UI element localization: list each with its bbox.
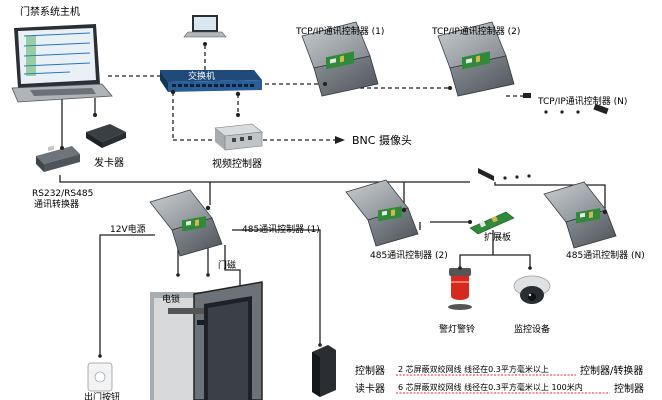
legend-row-2-left: 读卡器 [355, 382, 385, 395]
controller-485-n-label: 485通讯控制器 (N) [566, 249, 645, 261]
door [150, 273, 263, 400]
expansion-board [468, 211, 515, 235]
alarm-light-device [448, 266, 472, 310]
tcp-controller-n-label: TCP/IP通讯控制器 (N) [537, 95, 627, 107]
monitoring-camera [513, 266, 551, 304]
legend-row-1-middle: 2 芯屏蔽双绞网线 线径在0.3平方毫米以上 [398, 364, 549, 374]
alarm-light-label: 警灯警铃 [439, 323, 475, 335]
controller-485-1 [149, 189, 223, 257]
video-controller-label: 视频控制器 [212, 157, 262, 170]
network-switch [160, 70, 262, 97]
controller-485-2-label: 485通讯控制器 (2) [370, 249, 448, 261]
legend-row-2-middle: 6 芯屏蔽双绞网线 线径在0.3平方毫米以上 100米内 [398, 382, 583, 392]
legend-row-1-left: 控制器 [355, 364, 385, 377]
laptop-icon [183, 15, 227, 46]
legend-row-2: 读卡器 6 芯屏蔽双绞网线 线径在0.3平方毫米以上 100米内 控制器 [355, 382, 644, 395]
wiring-legend: 控制器 2 芯屏蔽双绞网线 线径在0.3平方毫米以上 控制器/转换器 读卡器 6… [355, 364, 644, 395]
tcp-controller-n-dots [523, 93, 609, 115]
controller-485-2 [345, 179, 419, 247]
exit-button-label: 出门按钮 [84, 391, 120, 400]
door-contact-label: 门磁 [218, 259, 236, 271]
monitoring-label: 监控设备 [514, 323, 550, 335]
controller-485-n [543, 181, 617, 249]
exit-button-device [87, 354, 113, 392]
legend-row-1-right: 控制器/转换器 [580, 364, 643, 377]
card-reader-device [312, 343, 336, 397]
more-controllers-dots [478, 168, 531, 181]
connection-lines [59, 45, 606, 355]
video-controller-device [214, 113, 263, 151]
rs-converter-device [36, 145, 80, 172]
rs-converter-label-1: RS232/RS485 [32, 189, 93, 199]
legend-row-2-right: 控制器 [614, 382, 644, 395]
legend-row-1: 控制器 2 芯屏蔽双绞网线 线径在0.3平方毫米以上 控制器/转换器 [355, 364, 643, 377]
controller-485-1-label: 485通讯控制器 (1) [242, 223, 320, 235]
host-label: 门禁系统主机 [20, 5, 80, 18]
rs-converter-label-2: 通讯转换器 [34, 198, 79, 210]
host-computer [11, 24, 113, 103]
switch-label: 交换机 [188, 70, 215, 82]
power-12v-label: 12V电源 [110, 223, 146, 235]
arrow-icon [335, 136, 345, 144]
card-issuer-device [86, 113, 126, 148]
card-issuer-label: 发卡器 [94, 156, 124, 169]
bnc-camera-label: BNC 摄像头 [352, 133, 412, 147]
expansion-board-label: 扩展板 [484, 231, 511, 243]
electric-lock-label: 电锁 [162, 293, 180, 305]
tcp-controller-2-label: TCP/IP通讯控制器 (2) [431, 25, 520, 37]
tcp-controller-1-label: TCP/IP通讯控制器 (1) [295, 25, 384, 37]
